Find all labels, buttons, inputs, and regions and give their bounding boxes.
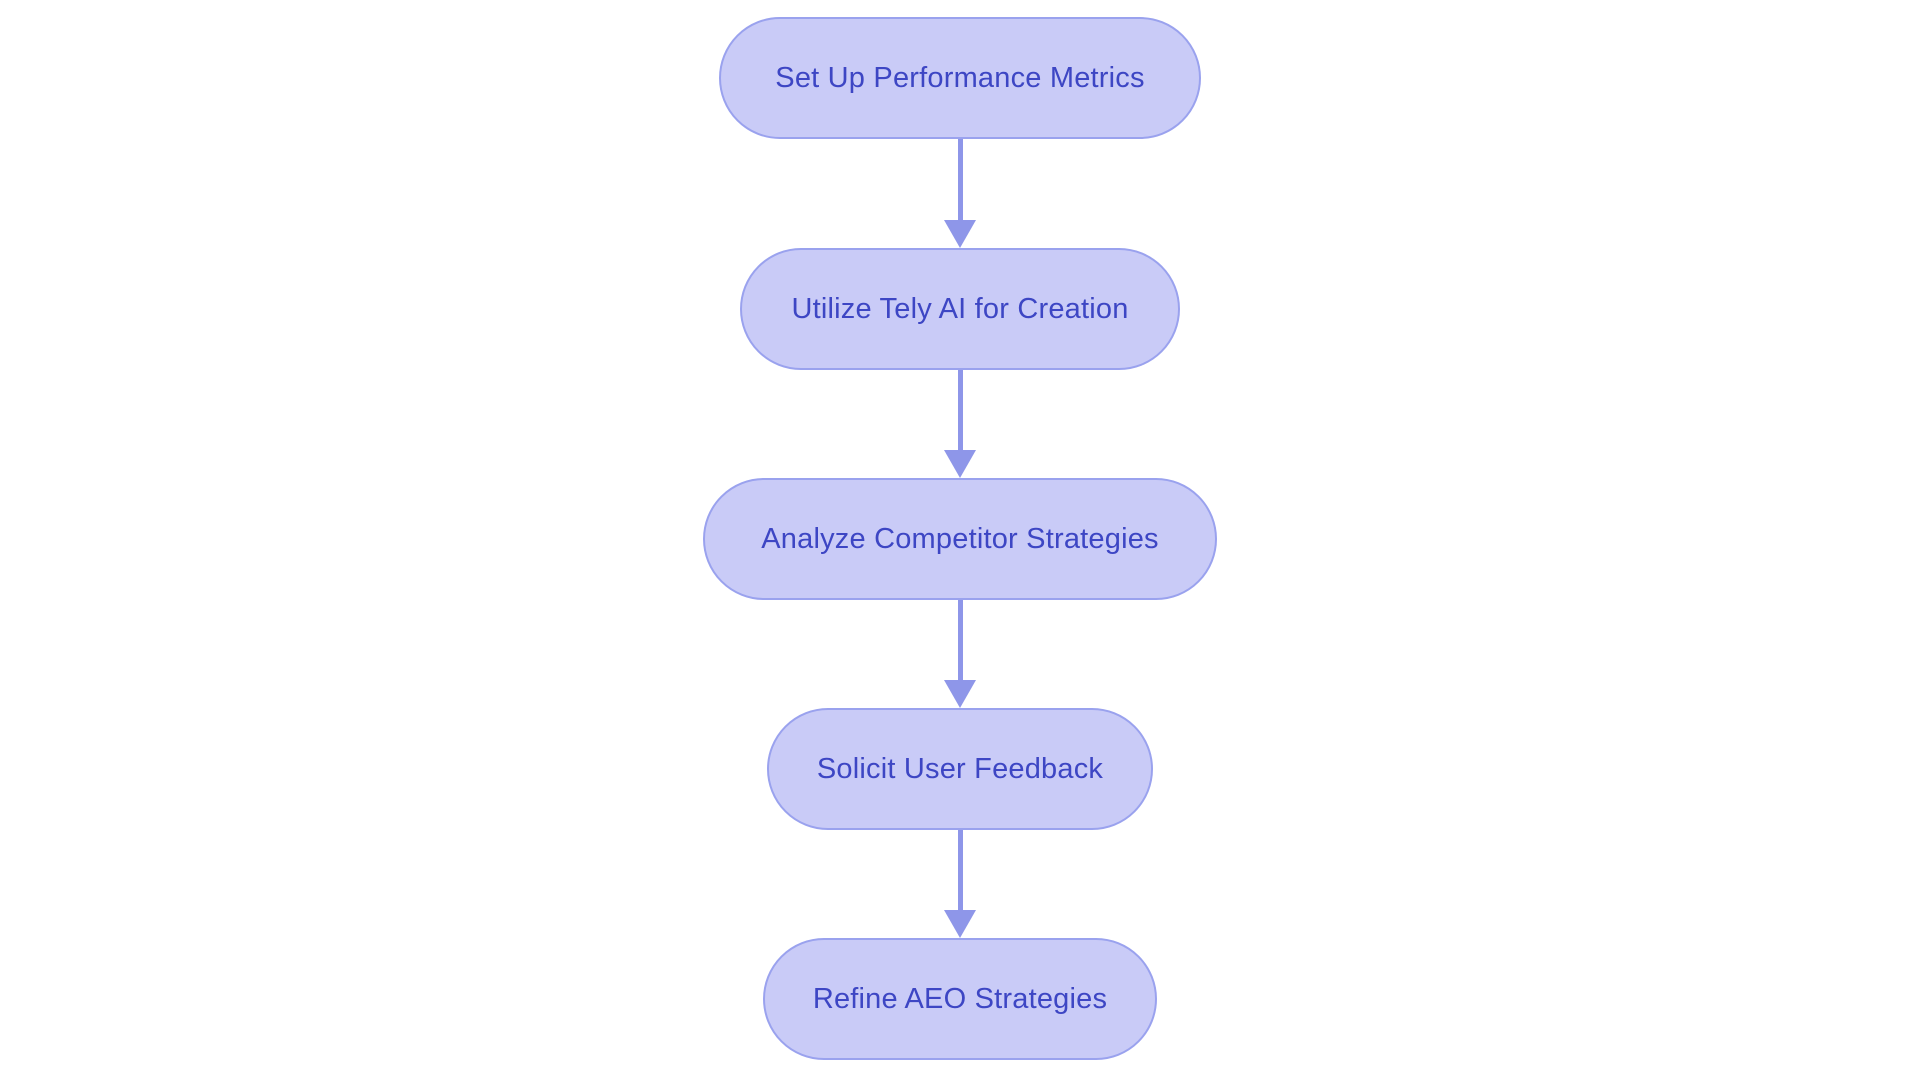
flow-arrow-1-to-2 bbox=[944, 139, 976, 248]
flow-node-label: Refine AEO Strategies bbox=[812, 982, 1108, 1015]
arrow-shaft bbox=[957, 139, 963, 220]
flow-node-label: Analyze Competitor Strategies bbox=[761, 522, 1159, 555]
arrow-shaft bbox=[957, 830, 963, 910]
flow-arrow-4-to-5 bbox=[944, 830, 976, 938]
flow-node-label: Solicit User Feedback bbox=[816, 752, 1104, 785]
flow-node-utilize-tely-ai-for-creation: Utilize Tely AI for Creation bbox=[740, 248, 1180, 370]
flow-node-label: Set Up Performance Metrics bbox=[775, 61, 1145, 94]
arrow-shaft bbox=[957, 370, 963, 450]
arrow-down-icon bbox=[944, 680, 976, 708]
flow-node-set-up-performance-metrics: Set Up Performance Metrics bbox=[719, 17, 1201, 139]
flow-node-refine-aeo-strategies: Refine AEO Strategies bbox=[763, 938, 1157, 1060]
flow-arrow-2-to-3 bbox=[944, 370, 976, 478]
arrow-down-icon bbox=[944, 910, 976, 938]
flow-node-solicit-user-feedback: Solicit User Feedback bbox=[767, 708, 1153, 830]
arrow-down-icon bbox=[944, 450, 976, 478]
flow-node-label: Utilize Tely AI for Creation bbox=[791, 292, 1129, 325]
flow-node-analyze-competitor-strategies: Analyze Competitor Strategies bbox=[703, 478, 1217, 600]
flow-arrow-3-to-4 bbox=[944, 600, 976, 708]
arrow-shaft bbox=[957, 600, 963, 680]
arrow-down-icon bbox=[944, 220, 976, 248]
